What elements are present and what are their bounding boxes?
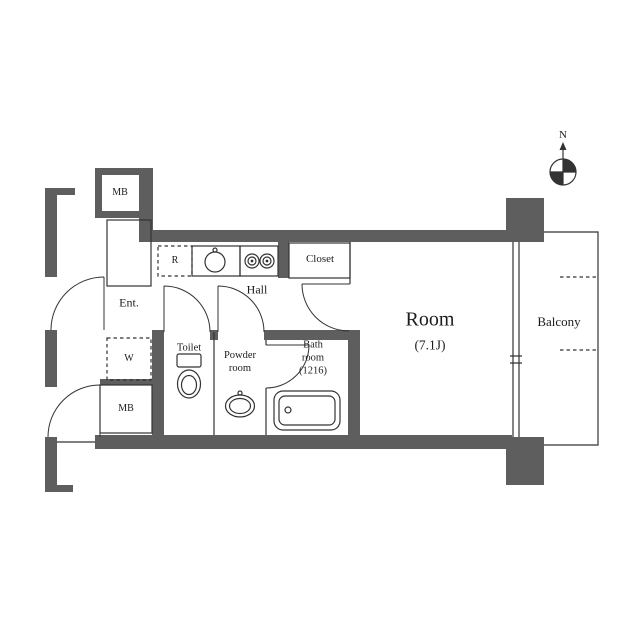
washer-space-outline xyxy=(106,337,152,381)
bath-room-label-text: Bath room xyxy=(301,339,325,364)
entrance-label: Ent. xyxy=(119,295,139,310)
wall-left-upper xyxy=(45,188,57,277)
wall-bottom xyxy=(95,435,512,449)
balcony-label: Balcony xyxy=(537,313,581,329)
entrance-door-swing xyxy=(50,276,105,331)
bath-room-size-text: (1216) xyxy=(299,365,327,377)
compass-n-label: N xyxy=(559,129,567,142)
bath-room-label: Bath room (1216) xyxy=(295,338,331,377)
pillar-bottom-right xyxy=(506,437,544,485)
bath-door-swing xyxy=(265,344,310,389)
wall-mb-top-frame-left xyxy=(95,168,102,218)
refrigerator-label: R xyxy=(171,254,179,266)
wall-left-upper-nub xyxy=(45,188,75,195)
balcony-outline xyxy=(544,231,599,446)
kitchen-stove-counter xyxy=(239,245,279,277)
room-size-label: (7.1J) xyxy=(414,337,446,353)
washbasin-icon xyxy=(224,390,256,418)
wall-room-left-lower xyxy=(348,330,360,435)
wall-toilet-left xyxy=(152,330,164,435)
pillar-top-right xyxy=(506,198,544,242)
wall-left-lower-nub xyxy=(45,485,73,492)
hall-label: Hall xyxy=(246,282,268,297)
stove-burners-icon xyxy=(244,253,275,269)
wall-left-mid xyxy=(45,330,57,387)
toilet-door-swing xyxy=(163,285,211,333)
toilet-label: Toilet xyxy=(176,342,202,354)
shoe-cabinet xyxy=(106,219,152,287)
wall-top xyxy=(148,230,512,242)
room-door-swing xyxy=(301,283,350,332)
wall-mb-right xyxy=(139,168,153,242)
toilet-icon xyxy=(176,353,202,399)
closet-label: Closet xyxy=(305,253,335,266)
wall-bath-top xyxy=(264,330,352,340)
wall-left-lower xyxy=(45,437,57,492)
wall-kitchen-closet-stub xyxy=(278,242,289,278)
wall-washer-mb-stub xyxy=(100,379,152,385)
meter-box-bottom-label: MB xyxy=(118,402,134,414)
service-door-swing xyxy=(47,384,101,438)
window-wall xyxy=(512,242,520,437)
room-label: Room xyxy=(405,308,455,331)
powder-door-swing xyxy=(217,285,265,333)
wall-mb-top-frame-bottom xyxy=(95,211,153,218)
washer-label: W xyxy=(124,352,134,364)
window-break-ticks xyxy=(510,355,522,364)
north-compass-icon xyxy=(549,142,577,186)
powder-room-label: Powder room xyxy=(223,349,257,374)
sink-icon xyxy=(204,247,226,273)
meter-box-top-label: MB xyxy=(112,186,128,198)
wall-mb-top-frame-top xyxy=(95,168,153,175)
bathtub-icon xyxy=(273,390,341,431)
